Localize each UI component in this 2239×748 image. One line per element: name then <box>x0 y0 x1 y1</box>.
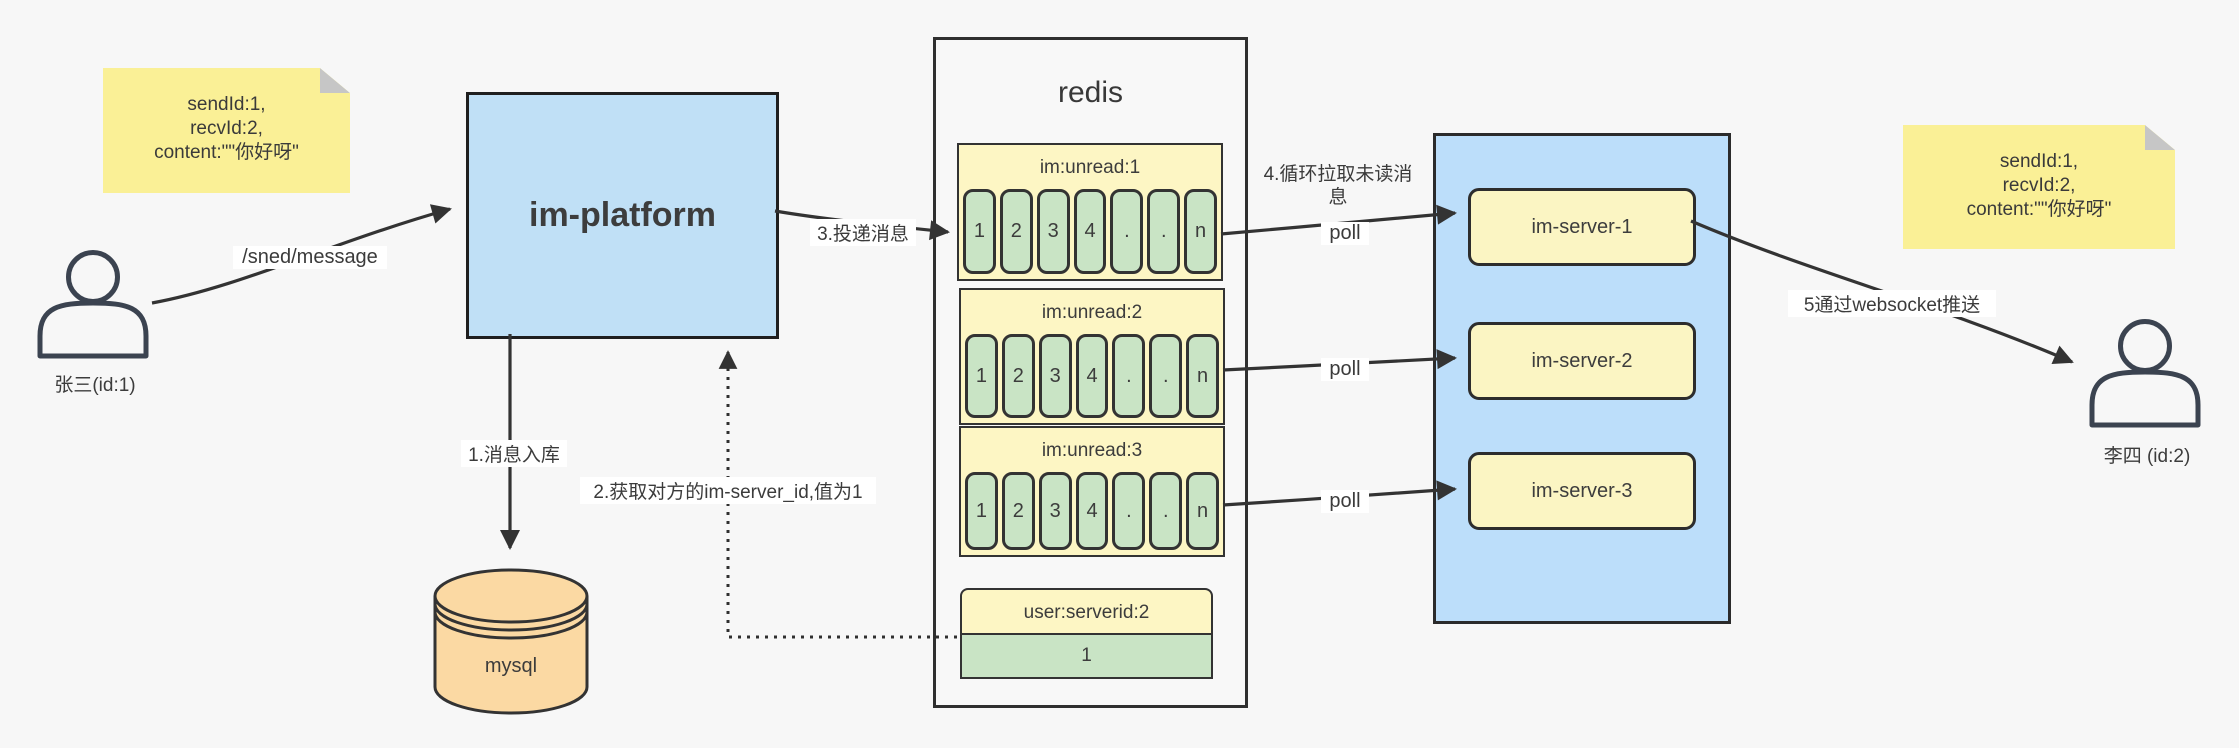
im-server-3-box: im-server-3 <box>1468 452 1696 530</box>
list-header: im:unread:1 <box>1039 157 1141 178</box>
label-step3: 3.投递消息 <box>810 219 916 246</box>
list-cell: . <box>1149 472 1183 550</box>
note-line: content:""你好呀" <box>154 142 299 163</box>
list-header: im:unread:2 <box>1041 302 1143 323</box>
list-header: im:unread:3 <box>1041 440 1143 461</box>
note-line: recvId:2, <box>2002 175 2076 196</box>
im-platform-box: im-platform <box>466 92 779 339</box>
list-cell: . <box>1112 472 1146 550</box>
label-step4: 4.循环拉取未读消息 <box>1263 164 1413 208</box>
label-poll-3: poll <box>1321 490 1369 513</box>
list-cell: 3 <box>1038 472 1072 550</box>
list-cell: n <box>1184 189 1218 274</box>
user-receiver-icon <box>2089 319 2201 428</box>
user-sender-label: 张三(id:1) <box>54 375 136 396</box>
im-server-1-label: im-server-1 <box>1531 215 1633 238</box>
list-cell: 4 <box>1075 472 1109 550</box>
redis-title: redis <box>1057 76 1124 109</box>
user-receiver-label: 李四 (id:2) <box>2103 446 2191 467</box>
label-step2: 2.获取对方的im-server_id,值为1 <box>580 477 876 504</box>
list-cell: 1 <box>965 334 998 418</box>
note-fold-icon <box>2145 125 2175 150</box>
im-platform-title: im-platform <box>529 196 716 234</box>
list-cell: . <box>1110 189 1144 274</box>
list-cell: n <box>1186 472 1220 550</box>
sticky-note-left: sendId:1, recvId:2, content:""你好呀" <box>103 68 350 193</box>
redis-list-unread-1: im:unread:1 1 2 3 4 . . n <box>957 143 1223 281</box>
kv-value: 1 <box>960 635 1213 679</box>
note-fold-icon <box>320 68 350 93</box>
list-cell: 4 <box>1073 189 1107 274</box>
list-cell: 2 <box>1001 472 1035 550</box>
user-sender-icon <box>37 250 149 359</box>
note-line: content:""你好呀" <box>1966 199 2112 220</box>
list-cell: 1 <box>965 472 998 550</box>
note-line: sendId:1, <box>1999 151 2079 172</box>
im-server-2-box: im-server-2 <box>1468 322 1696 400</box>
redis-user-serverid-box: user:serverid:2 1 <box>960 588 1213 679</box>
mysql-label: mysql <box>484 655 538 677</box>
note-line: sendId:1, <box>187 94 266 115</box>
label-poll-1: poll <box>1321 222 1369 245</box>
list-cell: 1 <box>963 189 996 274</box>
kv-header: user:serverid:2 <box>960 588 1213 635</box>
label-send-message: /sned/message <box>233 246 387 269</box>
list-cell: 3 <box>1036 189 1070 274</box>
list-cell: 2 <box>1001 334 1035 418</box>
label-step5: 5通过websocket推送 <box>1788 290 1996 317</box>
im-server-3-label: im-server-3 <box>1531 479 1633 502</box>
sticky-note-right: sendId:1, recvId:2, content:""你好呀" <box>1903 125 2175 249</box>
note-line: recvId:2, <box>190 118 263 139</box>
list-cell: n <box>1186 334 1220 418</box>
list-cell: . <box>1112 334 1146 418</box>
im-server-2-label: im-server-2 <box>1531 349 1633 372</box>
label-poll-2: poll <box>1321 358 1369 381</box>
mysql-database-icon <box>433 568 589 715</box>
im-server-1-box: im-server-1 <box>1468 188 1696 266</box>
list-cell: 2 <box>999 189 1033 274</box>
redis-list-unread-2: im:unread:2 1 2 3 4 . . n <box>959 288 1225 425</box>
list-cell: 3 <box>1038 334 1072 418</box>
list-cell: . <box>1149 334 1183 418</box>
list-cell: 4 <box>1075 334 1109 418</box>
list-cell: . <box>1147 189 1181 274</box>
label-step1: 1.消息入库 <box>461 440 567 467</box>
redis-list-unread-3: im:unread:3 1 2 3 4 . . n <box>959 426 1225 557</box>
